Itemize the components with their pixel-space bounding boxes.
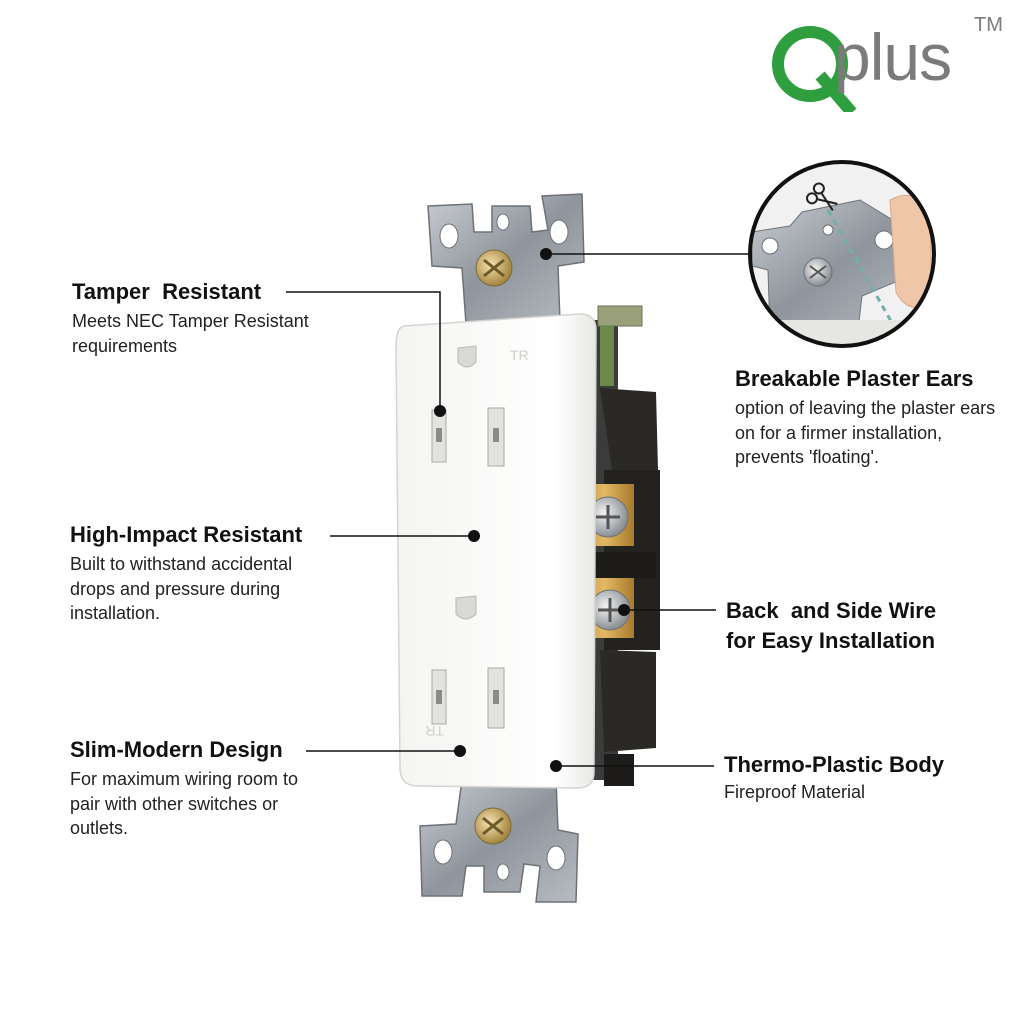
feature-title: Tamper Resistant [72,279,262,304]
feature-high-impact-resistant: High-Impact Resistant Built to withstand… [70,522,320,625]
scissors-icon [806,182,838,212]
feature-breakable-plaster-ears: Breakable Plaster Ears option of leaving… [735,366,1007,469]
q-letter-logo-icon [772,26,857,112]
feature-title: Slim-Modern Design [70,737,283,762]
callout-dot-tamper [434,405,446,417]
feature-title: Breakable Plaster Ears [735,366,974,391]
callout-dot-wire [618,604,630,616]
feature-description: Meets NEC Tamper Resistant requirements [72,311,309,356]
feature-description: Fireproof Material [724,782,866,803]
callout-line-tamper [286,291,441,410]
feature-description: For maximum wiring room to pair with oth… [70,769,299,838]
outlet-face [395,313,597,789]
callout-dot-ears [540,248,552,260]
feature-thermo-plastic-body: Thermo-Plastic Body Fireproof Material [724,752,1004,805]
feature-title-line2: for Easy Installation [726,628,936,654]
qplus-logo: plus TM [768,12,1008,112]
callout-dots [434,248,630,772]
tr-marking-bottom: TR [425,723,444,739]
feature-description: Built to withstand accidental drops and … [70,554,293,623]
feature-back-and-side-wire: Back and Side Wire for Easy Installation [726,598,996,655]
feature-tamper-resistant: Tamper Resistant Meets NEC Tamper Resist… [72,279,352,358]
feature-title-line1: Back and Side Wire [726,598,937,623]
feature-title: Thermo-Plastic Body [724,752,945,777]
callout-dot-body [550,760,562,772]
logo-wordmark: plus [834,20,952,94]
tr-marking-top: TR [510,347,529,363]
callout-dot-slim [454,745,466,757]
feature-slim-modern-design: Slim-Modern Design For maximum wiring ro… [70,737,310,840]
feature-description: option of leaving the plaster ears on fo… [735,398,996,467]
callout-lines [286,253,750,767]
feature-title: High-Impact Resistant [70,522,303,547]
callout-dot-impact [468,530,480,542]
plaster-ear-detail-circle [748,160,936,348]
trademark-symbol: TM [974,14,1003,36]
